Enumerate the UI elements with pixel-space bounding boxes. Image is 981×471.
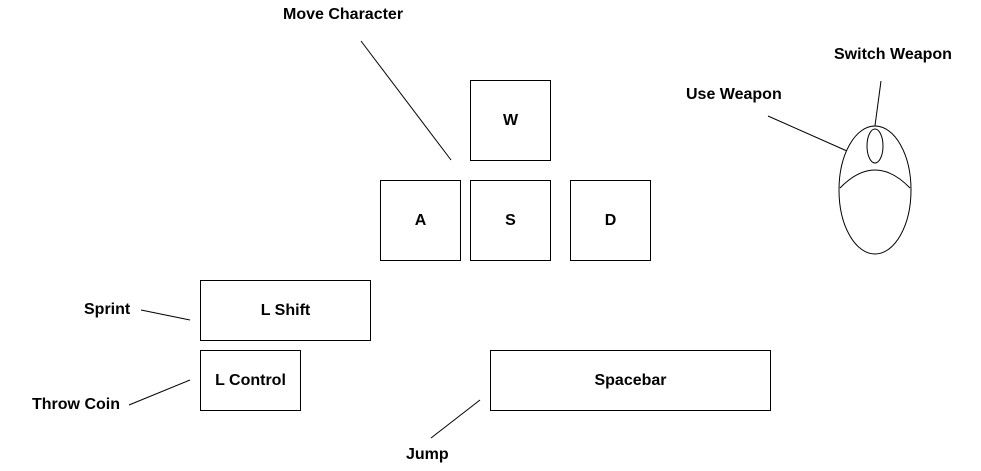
- throw-coin-label: Throw Coin: [32, 396, 120, 413]
- move-character-label: Move Character: [283, 6, 404, 23]
- sprint-label: Sprint: [84, 301, 131, 318]
- key-spacebar[interactable]: Spacebar: [490, 350, 771, 411]
- key-l-shift[interactable]: L Shift: [200, 280, 371, 341]
- move-character-connector: [360, 40, 452, 161]
- key-w[interactable]: W: [470, 80, 551, 161]
- key-d[interactable]: D: [570, 180, 651, 261]
- switch-weapon-label: Switch Weapon: [834, 46, 952, 63]
- throw-coin-connector: [128, 379, 191, 406]
- key-a[interactable]: A: [380, 180, 461, 261]
- mouse-icon: [838, 125, 912, 255]
- use-weapon-label: Use Weapon: [686, 86, 782, 103]
- use-weapon-connector: [767, 115, 857, 156]
- jump-connector: [430, 399, 481, 439]
- sprint-connector: [140, 309, 191, 321]
- key-s[interactable]: S: [470, 180, 551, 261]
- mouse-wheel-icon: [866, 128, 884, 164]
- jump-label: Jump: [406, 446, 449, 463]
- key-l-control[interactable]: L Control: [200, 350, 301, 411]
